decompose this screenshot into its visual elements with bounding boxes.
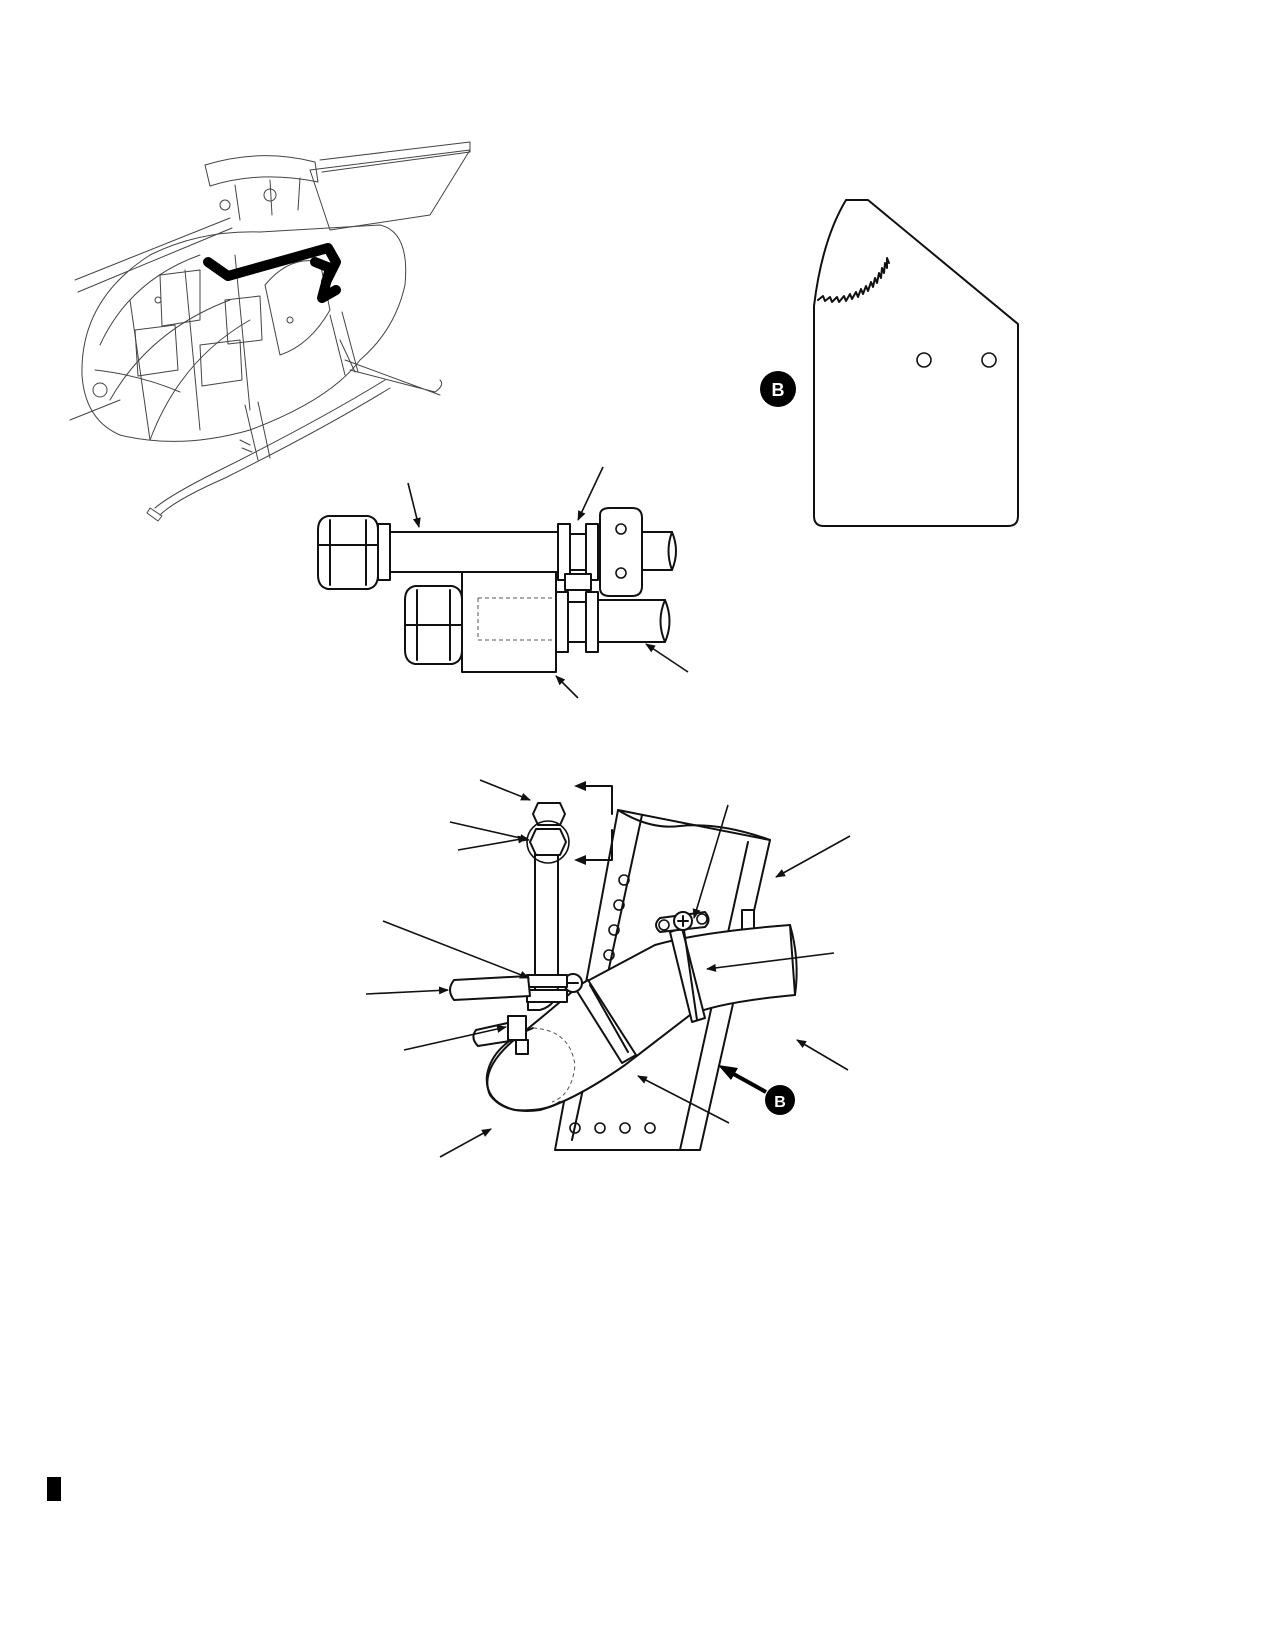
page-change-bar [47, 1477, 61, 1501]
view-b-plate: B [760, 199, 1019, 527]
view-b-callout [760, 371, 796, 407]
fitting-detail [317, 466, 689, 699]
installation-detail: B [365, 779, 851, 1158]
view-b-callout-label: B [772, 380, 785, 400]
reference-b-callout-label: B [774, 1094, 786, 1111]
reference-b-callout [765, 1085, 795, 1115]
helicopter-locator-view [69, 141, 471, 522]
